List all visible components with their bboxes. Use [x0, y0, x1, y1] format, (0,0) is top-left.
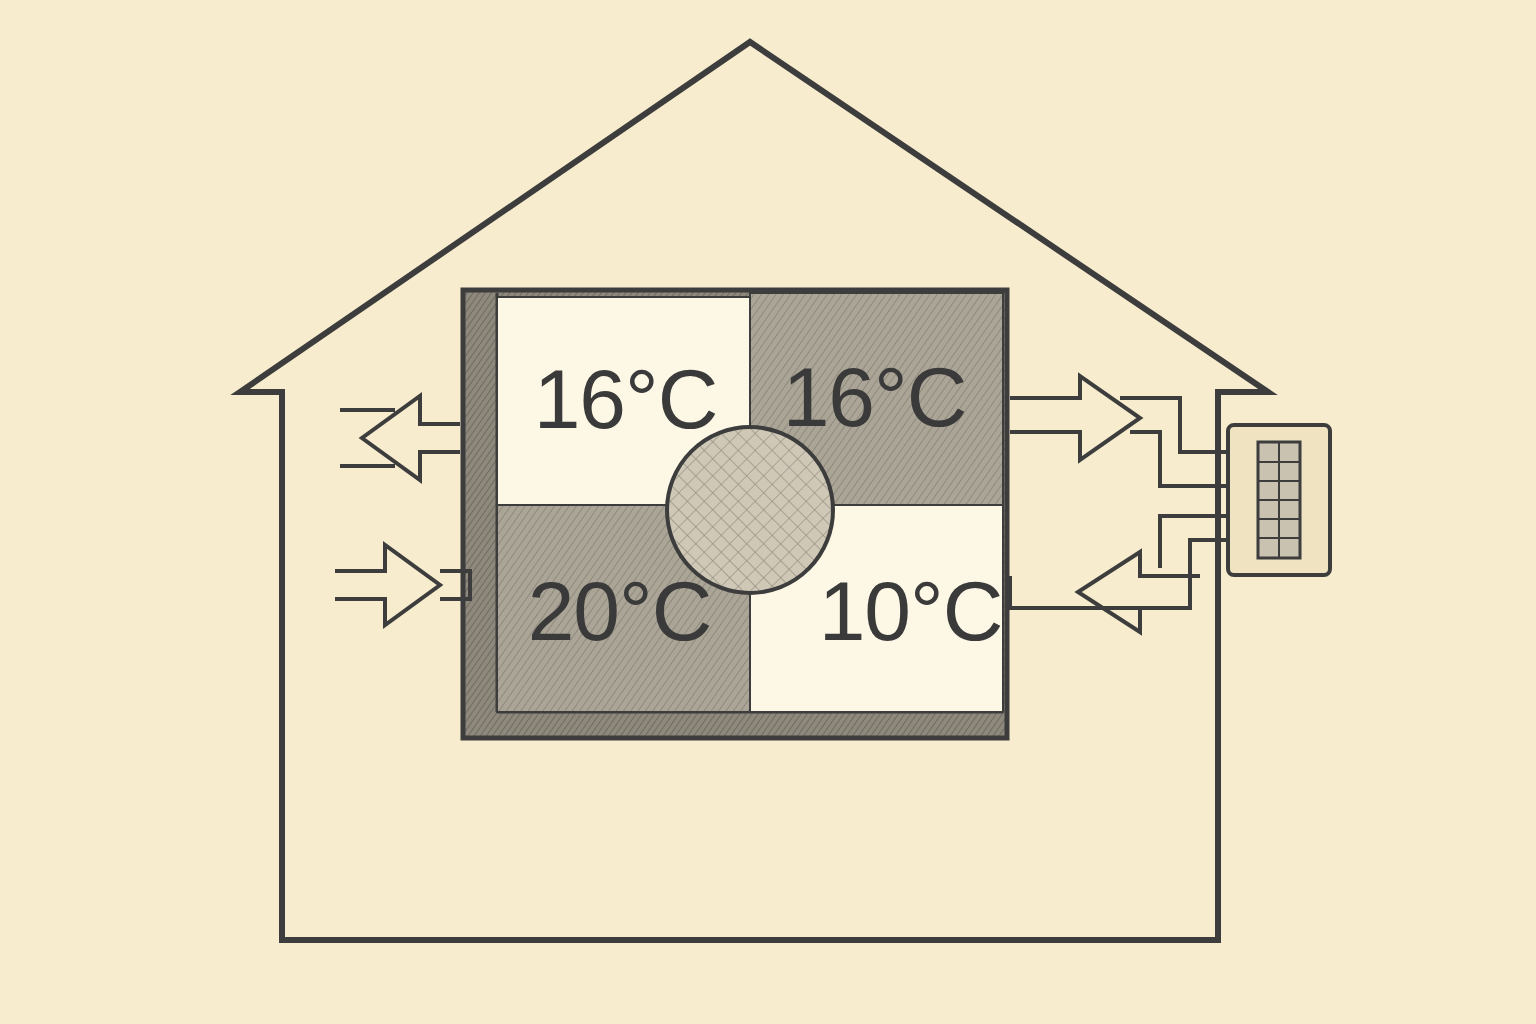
temperature-label: 16°C [783, 355, 967, 439]
airflow-line [440, 571, 470, 599]
temperature-zone: 16°C [750, 293, 1003, 505]
airflow-line [340, 464, 395, 468]
duct-line [1130, 432, 1240, 486]
temperature-label: 16°C [534, 357, 718, 441]
temperature-zone: 16°C [497, 297, 750, 505]
house-outline [240, 42, 1268, 940]
airflow-arrow [335, 545, 440, 625]
unit-body [463, 290, 1007, 738]
temperature-label: 20°C [528, 569, 712, 653]
duct-line [1140, 540, 1240, 608]
temperature-label: 10°C [819, 569, 1003, 653]
temperature-zone: 10°C [750, 505, 1003, 712]
temperature-zone: 20°C [497, 505, 750, 712]
grille-slats [1258, 442, 1300, 558]
duct-line [1120, 398, 1240, 452]
vent-grille [1258, 442, 1300, 558]
airflow-line [340, 408, 395, 412]
airflow-arrow [1010, 552, 1200, 632]
exterior-vent [1228, 425, 1330, 575]
airflow-arrow [1010, 376, 1140, 460]
